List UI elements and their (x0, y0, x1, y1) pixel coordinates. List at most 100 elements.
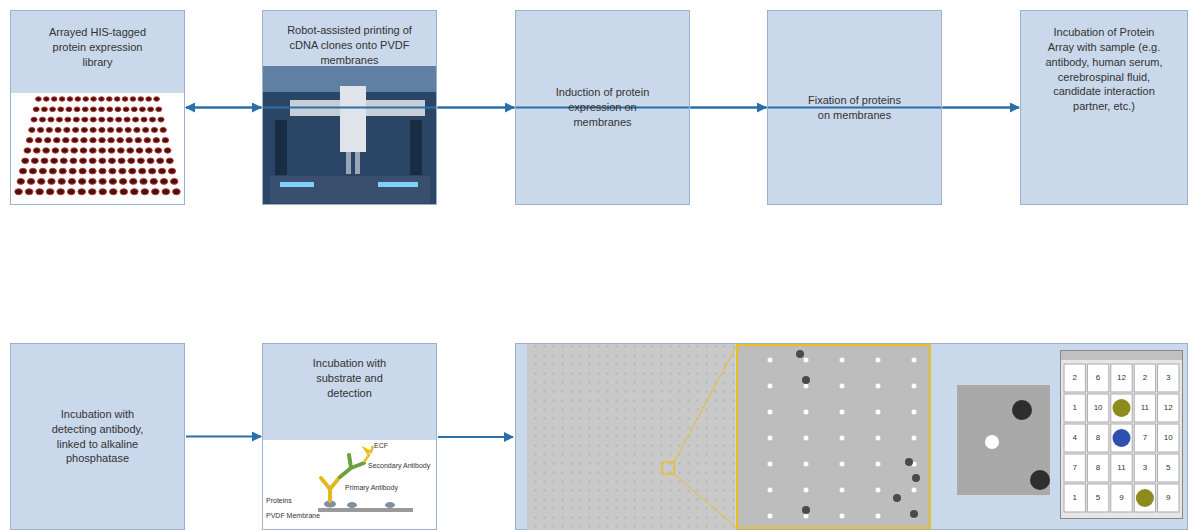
well (123, 107, 129, 112)
well (63, 138, 70, 143)
box-text: Incubation of Protein Array with sample … (1045, 25, 1163, 114)
well (64, 127, 70, 132)
part-label: PVDF Membrane (266, 512, 320, 520)
well (69, 168, 76, 174)
well (168, 168, 175, 174)
well (108, 148, 115, 153)
well (173, 189, 181, 195)
well (39, 168, 46, 174)
grid-number: 9 (1110, 493, 1133, 503)
well (164, 148, 171, 153)
well (41, 158, 48, 164)
spot (840, 514, 845, 519)
process-box: Robot-assisted printing of cDNA clones o… (262, 10, 437, 205)
well (72, 138, 79, 143)
grid-number: 8 (1086, 433, 1109, 443)
grid-number: 11 (1110, 463, 1133, 473)
well (22, 158, 29, 164)
process-box: Arrayed HIS-tagged protein expression li… (10, 10, 185, 205)
well (99, 138, 106, 143)
well (138, 97, 144, 102)
well (82, 117, 88, 122)
process-box: Induction of protein expression on membr… (515, 10, 690, 205)
well (67, 97, 73, 102)
well (89, 158, 96, 164)
well (72, 127, 78, 132)
well (29, 127, 35, 132)
flow-arrow (438, 436, 513, 438)
box-fill (10, 343, 185, 530)
spot (912, 488, 917, 493)
spot (768, 410, 773, 415)
well (125, 127, 131, 132)
well (117, 148, 124, 153)
well (89, 178, 96, 184)
spot (768, 462, 773, 467)
grid-number: 8 (1086, 463, 1109, 473)
spot (912, 384, 917, 389)
grid-number: 12 (1110, 373, 1133, 383)
well (149, 168, 156, 174)
well (91, 97, 97, 102)
box-fill (1020, 10, 1188, 205)
process-box: Incubation of Protein Array with sample … (1020, 10, 1188, 205)
spot (804, 488, 809, 493)
well (80, 148, 87, 153)
well (71, 148, 78, 153)
spot (840, 488, 845, 493)
well (43, 97, 49, 102)
flow-arrow (186, 436, 261, 438)
well (68, 178, 75, 184)
well (59, 168, 66, 174)
well (56, 117, 62, 122)
hit-marker (1113, 399, 1131, 417)
well (58, 178, 65, 184)
well (33, 148, 40, 153)
well (99, 117, 105, 122)
well (130, 97, 136, 102)
well (48, 117, 54, 122)
hit-marker (1113, 429, 1131, 447)
well (109, 178, 116, 184)
well (29, 168, 36, 174)
spot (912, 474, 920, 482)
well (99, 148, 106, 153)
well (136, 148, 143, 153)
well (142, 127, 148, 132)
well (131, 189, 139, 195)
spot (804, 358, 809, 363)
spot (876, 436, 881, 441)
spot (912, 436, 917, 441)
well (162, 138, 169, 143)
well (82, 107, 88, 112)
well (65, 117, 71, 122)
plate-photo (11, 93, 184, 204)
spot (768, 384, 773, 389)
well (158, 117, 164, 122)
well (137, 158, 144, 164)
well (117, 138, 124, 143)
process-box: Incubation with detecting antibody, link… (10, 343, 185, 530)
well (140, 178, 147, 184)
well (119, 178, 126, 184)
well (89, 168, 96, 174)
grid-number: 1 (1063, 403, 1086, 413)
well (109, 168, 116, 174)
well (148, 107, 154, 112)
grid-number: 2 (1063, 373, 1086, 383)
well (39, 117, 45, 122)
well (171, 178, 178, 184)
well (80, 158, 87, 164)
spot (768, 488, 773, 493)
well (128, 158, 135, 164)
spot (876, 514, 881, 519)
box-text: Incubation with substrate and detection (302, 356, 397, 401)
spot (876, 384, 881, 389)
grid-cell (1111, 394, 1132, 422)
well (75, 97, 81, 102)
well (122, 97, 128, 102)
well (78, 189, 86, 195)
well (149, 117, 155, 122)
